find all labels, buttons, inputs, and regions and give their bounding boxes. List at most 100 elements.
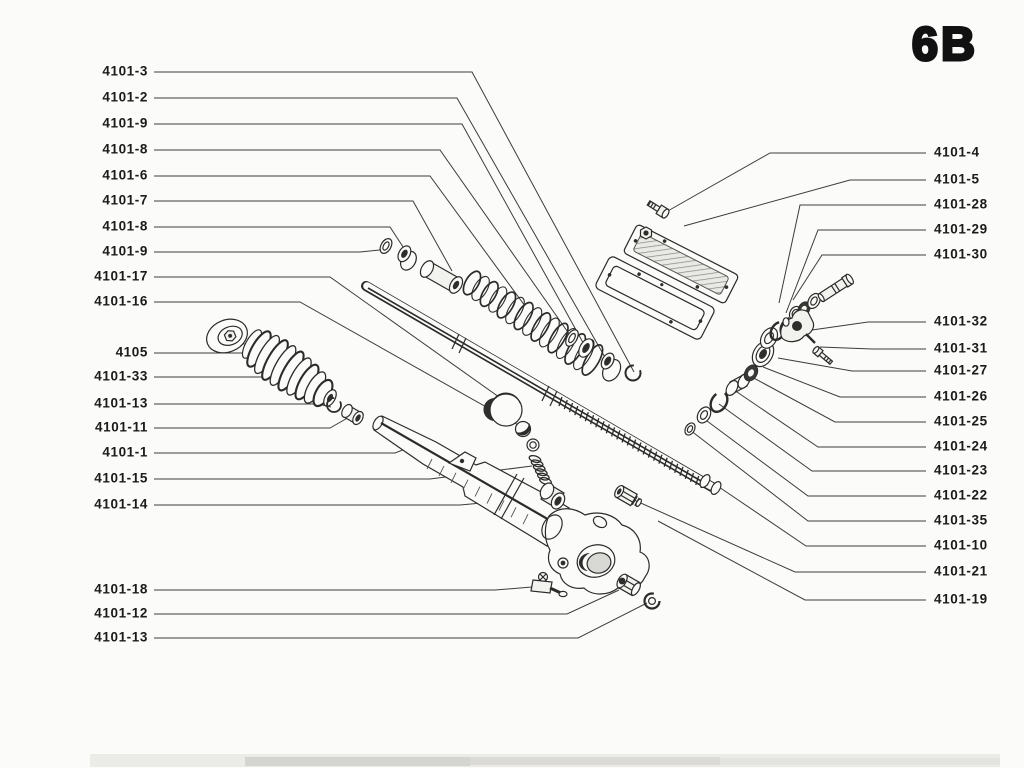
chain-ring bbox=[696, 406, 712, 424]
stud-bolt bbox=[812, 345, 834, 366]
part-label: 4101-9 bbox=[102, 116, 148, 131]
part-label: 4101-16 bbox=[94, 294, 148, 309]
part-label: 4101-14 bbox=[94, 497, 148, 512]
part-label: 4101-15 bbox=[94, 471, 148, 486]
part-label: 4101-9 bbox=[102, 244, 148, 259]
seal-ring-bottom bbox=[643, 592, 661, 610]
leader-line bbox=[689, 429, 926, 522]
part-label: 4101-19 bbox=[934, 592, 988, 607]
leader-line bbox=[154, 301, 521, 427]
part-label: 4101-27 bbox=[934, 363, 988, 378]
leader-line bbox=[665, 152, 926, 213]
part-label: 4101-33 bbox=[94, 369, 148, 384]
washer-spring-end-2 bbox=[578, 338, 594, 358]
part-label: 4101-13 bbox=[94, 630, 148, 645]
cover-nut bbox=[639, 226, 653, 240]
snap-ring-boot bbox=[326, 397, 342, 413]
leader-line bbox=[718, 403, 926, 472]
main-spring bbox=[462, 270, 604, 376]
part-label: 4101-18 bbox=[94, 582, 148, 597]
part-label: 4101-30 bbox=[934, 247, 988, 262]
part-label: 4101-32 bbox=[934, 314, 988, 329]
cover-bolt bbox=[646, 200, 670, 219]
snap-ring-top bbox=[624, 364, 642, 382]
leader-line bbox=[154, 415, 352, 429]
chain-spacer bbox=[725, 373, 751, 396]
part-label: 4101-7 bbox=[102, 193, 148, 208]
part-label: 4105 bbox=[116, 345, 148, 360]
leader-line bbox=[154, 589, 620, 615]
ball-stud-bracket bbox=[780, 309, 816, 344]
part-label: 4101-13 bbox=[94, 396, 148, 411]
leader-line bbox=[154, 276, 507, 403]
leader-line bbox=[154, 175, 526, 307]
part-label: 4101-6 bbox=[102, 168, 148, 183]
part-label: 4101-8 bbox=[102, 142, 148, 157]
flanged-grommet bbox=[600, 352, 622, 382]
leader-line bbox=[657, 520, 926, 601]
labels-layer: 4101-34101-24101-94101-84101-64101-74101… bbox=[94, 64, 988, 645]
rack-shaft bbox=[361, 281, 722, 495]
leader-line bbox=[811, 321, 926, 331]
gasket-plate bbox=[595, 256, 715, 340]
chain-ring bbox=[684, 422, 696, 436]
leader-line bbox=[633, 499, 926, 573]
part-label: 4101-4 bbox=[934, 145, 980, 160]
page-code: 6B bbox=[912, 17, 978, 70]
leader-line bbox=[683, 179, 926, 227]
part-label: 4101-1 bbox=[102, 445, 148, 460]
ball bbox=[514, 420, 532, 438]
part-label: 4101-10 bbox=[934, 538, 988, 553]
leader-line bbox=[702, 417, 926, 497]
adjuster-plug bbox=[614, 484, 643, 508]
bottom-plug bbox=[616, 573, 641, 597]
part-label: 4101-23 bbox=[934, 463, 988, 478]
washer-spring-end-1 bbox=[565, 329, 579, 347]
leader-line bbox=[785, 229, 926, 314]
rack-teeth bbox=[558, 396, 705, 489]
ball-seat-ring bbox=[526, 438, 540, 452]
leader-line bbox=[154, 123, 587, 349]
leader-line bbox=[718, 486, 926, 547]
washer-small-left bbox=[379, 238, 393, 254]
leader-line bbox=[778, 204, 926, 304]
part-label: 4101-12 bbox=[94, 606, 148, 621]
damper-spring bbox=[528, 454, 552, 486]
chain-cring bbox=[709, 390, 729, 414]
bushing-sleeve bbox=[419, 260, 464, 294]
ball-cup bbox=[483, 392, 523, 427]
leader-line bbox=[154, 97, 611, 367]
scan-edge-band bbox=[90, 754, 1000, 767]
part-label: 4101-8 bbox=[102, 219, 148, 234]
leader-line bbox=[154, 71, 635, 373]
part-label: 4101-29 bbox=[934, 222, 988, 237]
part-label: 4101-21 bbox=[934, 564, 988, 579]
leader-line bbox=[762, 366, 926, 398]
part-label: 4101-11 bbox=[95, 420, 148, 435]
part-label: 4101-31 bbox=[934, 341, 988, 356]
tie-rod-end bbox=[817, 273, 854, 303]
clamp-fitting bbox=[530, 571, 568, 598]
leader-line bbox=[154, 200, 453, 272]
damper-bushing bbox=[539, 482, 566, 510]
leader-line bbox=[154, 149, 573, 339]
pivot-bushing bbox=[341, 403, 364, 426]
leader-line bbox=[154, 226, 412, 260]
leader-line bbox=[792, 254, 926, 301]
end-cap bbox=[206, 318, 248, 354]
leader-line bbox=[777, 357, 926, 372]
cover-plate bbox=[623, 224, 739, 304]
part-label: 4101-25 bbox=[934, 414, 988, 429]
part-label: 4101-2 bbox=[102, 90, 148, 105]
leader-line bbox=[154, 403, 332, 408]
part-label: 4101-28 bbox=[934, 197, 988, 212]
leader-line bbox=[819, 346, 926, 350]
part-label: 4101-17 bbox=[94, 269, 148, 284]
leader-line bbox=[733, 389, 926, 448]
leader-line bbox=[749, 375, 926, 423]
part-label: 4101-22 bbox=[934, 488, 988, 503]
bellows-boot bbox=[241, 329, 337, 408]
steering-housing bbox=[372, 415, 650, 595]
